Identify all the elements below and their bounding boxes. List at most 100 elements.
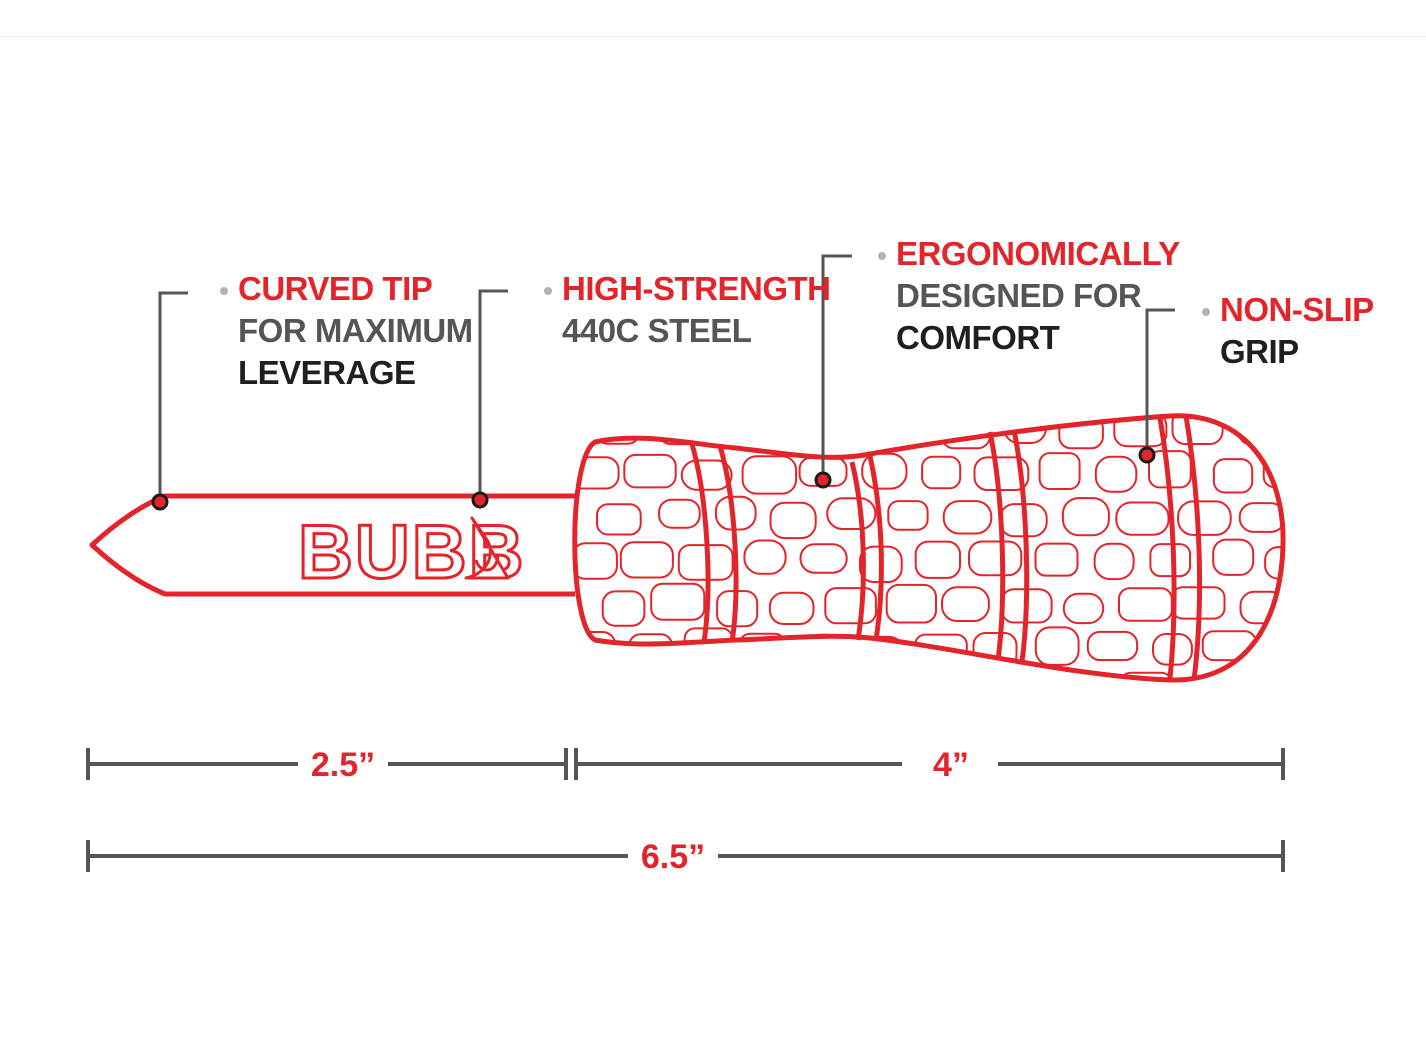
grip-scale: [1093, 542, 1135, 581]
grip-scale: [1178, 676, 1226, 681]
grip-scale: [1262, 457, 1284, 489]
dimension-blade: [86, 748, 568, 780]
grip-scale: [921, 455, 962, 490]
blade-outline: [89, 493, 575, 597]
grip-scale: [623, 453, 677, 489]
leader-curved-tip: [158, 291, 188, 502]
grip-scale: [1118, 671, 1174, 681]
top-divider: [0, 36, 1426, 37]
grip-scale: [834, 417, 878, 448]
grip-scale: [973, 456, 1030, 491]
grip-scale: [803, 633, 845, 667]
grip-scale: [941, 586, 990, 622]
leader-steel: [478, 289, 508, 500]
dimension-total: [86, 840, 1285, 872]
callout-ergonomic-line3: COMFORT: [896, 319, 1060, 356]
grip-scale: [768, 591, 815, 625]
callout-grip-title: NON-SLIP: [1220, 291, 1374, 328]
grip-scale: [1264, 546, 1284, 580]
grip-scale: [1062, 592, 1105, 625]
grip-scale: [887, 500, 929, 531]
grip-scale: [891, 672, 934, 681]
callout-curved-tip: CURVED TIP FOR MAXIMUM LEVERAGE: [238, 270, 473, 391]
dimension-total-label: 6.5”: [641, 838, 705, 876]
grip-scale: [1115, 501, 1170, 536]
callout-ergonomic-title: ERGONOMICALLY: [896, 235, 1180, 272]
dimension-handle-label: 4”: [933, 746, 969, 784]
grip-scale: [712, 675, 757, 681]
grip-scale: [824, 587, 877, 625]
callout-ergonomic-line2: DESIGNED FOR: [896, 277, 1142, 314]
dot-steel: [471, 491, 489, 509]
grip-scale: [799, 543, 848, 574]
grip-scale: [1212, 538, 1255, 576]
leader-dots: [151, 446, 1156, 511]
grip-scale: [832, 671, 876, 681]
callout-steel: HIGH-STRENGTH 440C STEEL: [562, 270, 831, 349]
leader-grip: [1145, 308, 1175, 455]
callout-steel-line2: 440C STEEL: [562, 312, 752, 349]
grip-scale: [1149, 543, 1192, 578]
bullet-steel: [544, 287, 552, 295]
dimension-lines: [86, 748, 1285, 872]
grip-scale: [1212, 458, 1254, 494]
grip-scale: [1113, 415, 1168, 448]
grip-scale: [741, 455, 798, 495]
grip-scale: [826, 497, 877, 530]
grip-scale: [1177, 500, 1232, 536]
bullet-ergonomic: [878, 252, 886, 260]
grip-scale: [599, 676, 647, 681]
grip-scale: [769, 501, 817, 540]
callout-curved-tip-title: CURVED TIP: [238, 270, 432, 307]
grip-scale: [715, 415, 761, 445]
grip-scale: [619, 541, 674, 579]
grip-scale: [680, 459, 733, 491]
fish-hook-icon: [464, 516, 510, 580]
grip-scale: [1034, 542, 1079, 577]
grip-scale: [1061, 497, 1110, 537]
grip-scale: [601, 590, 646, 627]
leader-ergonomic: [821, 254, 852, 480]
grip-scale: [1059, 678, 1113, 681]
grip-scale: [596, 503, 642, 536]
grip-scale: [650, 582, 706, 621]
grip-scale: [945, 679, 991, 681]
callout-ergonomic: ERGONOMICALLY DESIGNED FOR COMFORT: [896, 235, 1181, 356]
dimension-handle: [574, 748, 1285, 780]
grip-scale: [942, 500, 993, 535]
callout-bullets: [220, 252, 1210, 316]
grip-scale: [1094, 455, 1138, 493]
grip-scale: [574, 456, 620, 490]
grip-scale: [1238, 502, 1284, 533]
grip-scale: [1038, 452, 1081, 491]
grip-scale: [884, 415, 932, 449]
bullet-curved-tip: [220, 287, 228, 295]
grip-scale: [743, 539, 787, 575]
grip-scale: [650, 676, 705, 681]
callout-curved-tip-line3: LEVERAGE: [238, 354, 416, 391]
grip-scale: [885, 583, 938, 624]
knife-handle: [572, 413, 1286, 683]
dot-curved-tip: [151, 493, 169, 511]
leader-lines: [158, 254, 1175, 502]
dot-ergonomic: [814, 471, 832, 489]
callout-grip-line2: GRIP: [1220, 333, 1299, 370]
handle-outline: [572, 413, 1286, 683]
grip-scale: [1232, 676, 1279, 681]
grip-scale: [1264, 631, 1284, 665]
callout-grip: NON-SLIP GRIP: [1220, 291, 1374, 370]
grip-scale: [1171, 415, 1224, 445]
dot-grip: [1138, 446, 1156, 464]
grip-scale: [968, 540, 1023, 577]
grip-scale: [1005, 675, 1047, 681]
grip-rings: [689, 415, 1203, 681]
grip-scale: [574, 542, 618, 580]
brand-logo: BUBB: [298, 510, 526, 595]
grip-scale: [861, 452, 908, 490]
grip-scale: [1034, 626, 1080, 666]
grip-scale: [658, 498, 701, 529]
grip-scale: [767, 673, 815, 681]
grip-scale: [914, 540, 962, 579]
grip-scale: [1239, 590, 1284, 625]
